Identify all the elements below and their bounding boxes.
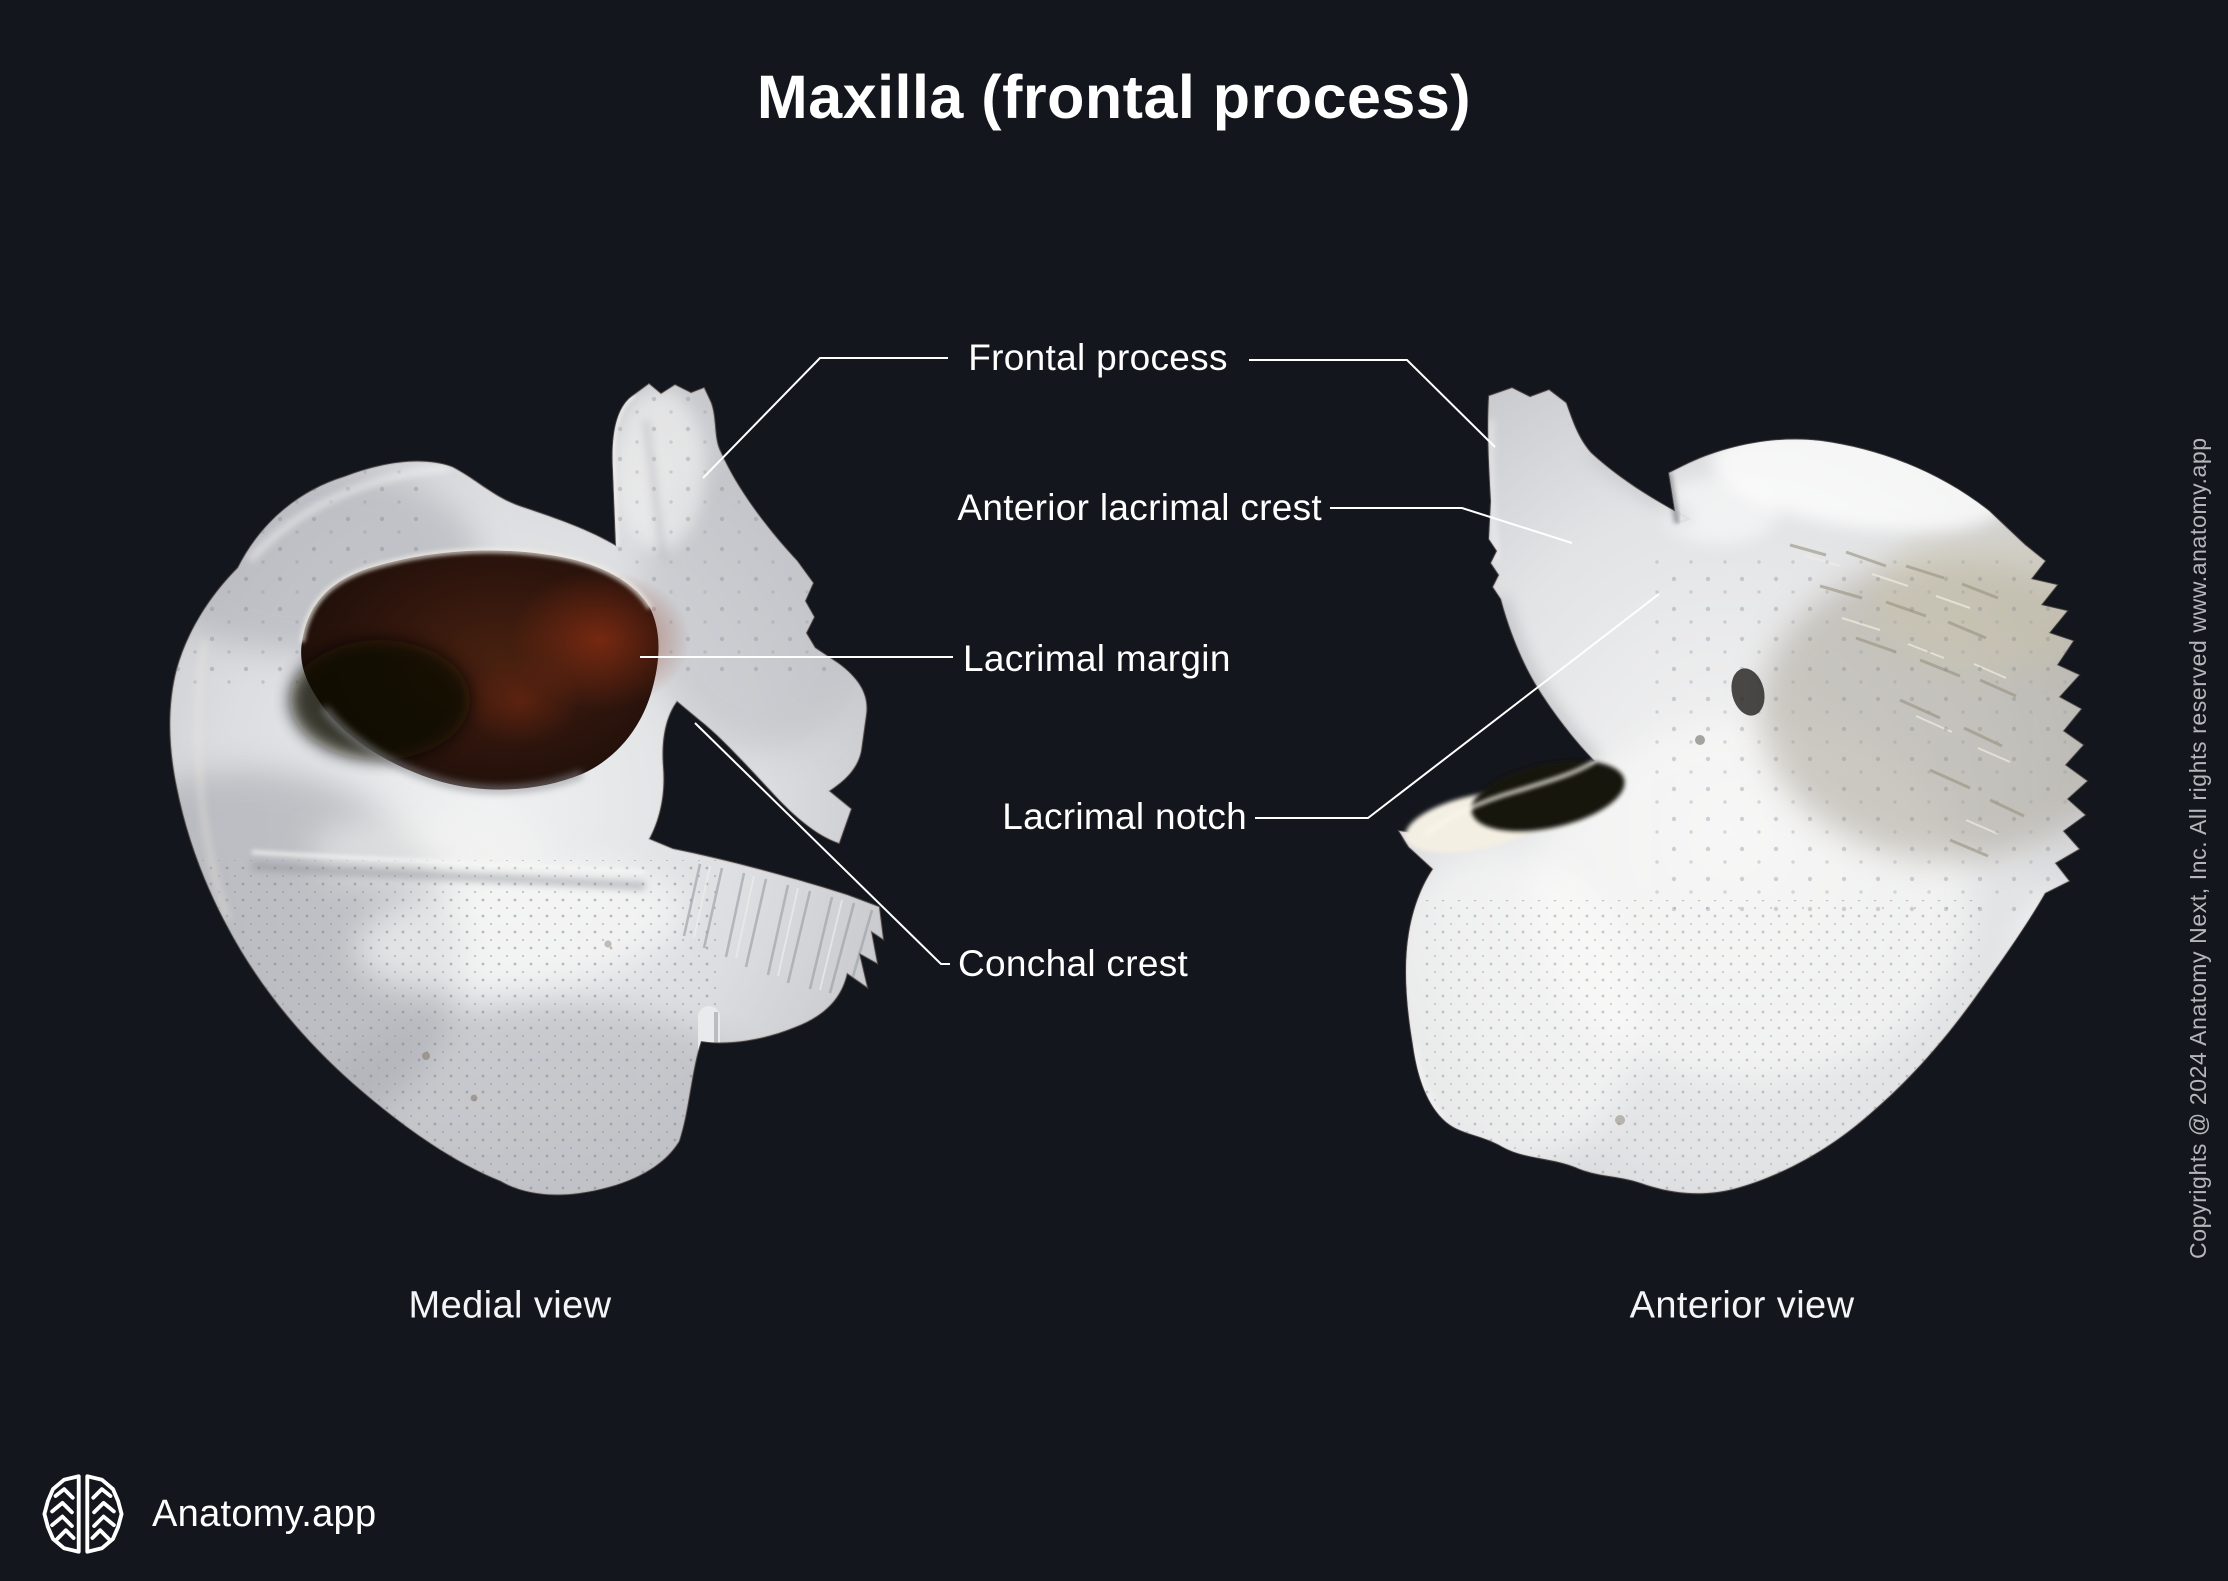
- leader-frontal-process-right: [1249, 359, 1496, 448]
- page-title: Maxilla (frontal process): [756, 63, 1472, 131]
- label-anterior-lacrimal-crest: Anterior lacrimal crest: [957, 487, 1322, 528]
- maxillary-hiatus-opening: [290, 547, 690, 794]
- caption-anterior-view: Anterior view: [1629, 1284, 1855, 1327]
- leader-lacrimal-notch: [1255, 593, 1660, 819]
- caption-medial-view: Medial view: [408, 1284, 612, 1327]
- anterior-view-bone-shading: [1399, 419, 2087, 1194]
- brand-lockup: Anatomy.app: [40, 1472, 376, 1556]
- leader-frontal-process-left: [702, 357, 948, 479]
- leader-anterior-lacrimal-crest: [1330, 507, 1573, 544]
- label-conchal-crest: Conchal crest: [958, 943, 1189, 984]
- label-lacrimal-notch: Lacrimal notch: [1002, 796, 1247, 837]
- label-lacrimal-margin: Lacrimal margin: [963, 638, 1231, 679]
- anterior-view-bone: [1398, 387, 2088, 1195]
- brand-name: Anatomy.app: [152, 1492, 377, 1535]
- leader-lines: [640, 357, 1660, 965]
- copyright-watermark: Copyrights @ 2024 Anatomy Next, Inc. All…: [2185, 437, 2211, 1259]
- leader-conchal-crest: [694, 722, 950, 965]
- medial-view-bone: [169, 383, 884, 1196]
- nasal-notch-cavity: [1405, 759, 1625, 853]
- brain-icon: [42, 1474, 124, 1554]
- label-frontal-process: Frontal process: [968, 337, 1228, 378]
